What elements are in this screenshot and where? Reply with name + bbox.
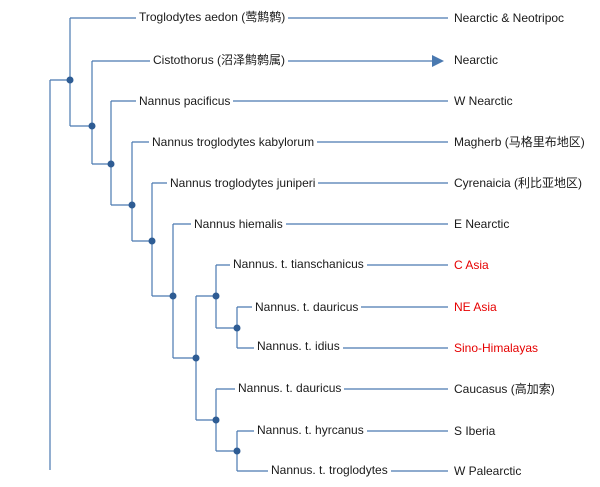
taxon-label: Nannus troglodytes kabylorum [149, 135, 318, 149]
region-label: Cyrenaicia (利比亚地区) [454, 176, 583, 190]
node-dot [212, 292, 220, 300]
node-dot [128, 201, 136, 209]
region-label: E Nearctic [454, 217, 510, 231]
node-dot [66, 76, 74, 84]
region-label: Caucasus (高加索) [454, 382, 555, 396]
taxon-label: Nannus. t. dauricus [252, 300, 362, 314]
node-dot [88, 122, 96, 130]
region-label-highlight: NE Asia [454, 300, 497, 314]
node-dot [212, 416, 220, 424]
region-label: S Iberia [454, 424, 496, 438]
taxon-label: Troglodytes aedon (莺鹪鹩) [136, 10, 289, 24]
region-label: Nearctic & Neotripoc [454, 11, 565, 25]
node-dot [233, 324, 241, 332]
taxon-label: Nannus. t. hyrcanus [254, 423, 367, 437]
node-dot [148, 237, 156, 245]
node-dot [169, 292, 177, 300]
taxon-label: Nannus. t. tianschanicus [230, 257, 367, 271]
node-dot [107, 160, 115, 168]
taxon-label: Cistothorus (沼泽鹪鹩属) [150, 53, 289, 67]
arrow-head-icon [432, 55, 444, 67]
taxon-label: Nannus hiemalis [191, 217, 286, 231]
region-label: W Palearctic [454, 464, 522, 478]
node-dot [233, 447, 241, 455]
taxon-label: Nannus. t. dauricus [235, 381, 345, 395]
region-label: W Nearctic [454, 94, 513, 108]
node-dot [192, 354, 200, 362]
taxon-label: Nannus. t. troglodytes [268, 463, 391, 477]
taxon-label: Nannus. t. idius [254, 339, 343, 353]
region-label-highlight: Sino-Himalayas [454, 341, 539, 355]
region-label-highlight: C Asia [454, 258, 489, 272]
region-label: Nearctic [454, 53, 499, 67]
taxon-label: Nannus troglodytes juniperi [167, 176, 319, 190]
taxon-label: Nannus pacificus [136, 94, 234, 108]
region-label: Magherb (马格里布地区) [454, 135, 585, 149]
